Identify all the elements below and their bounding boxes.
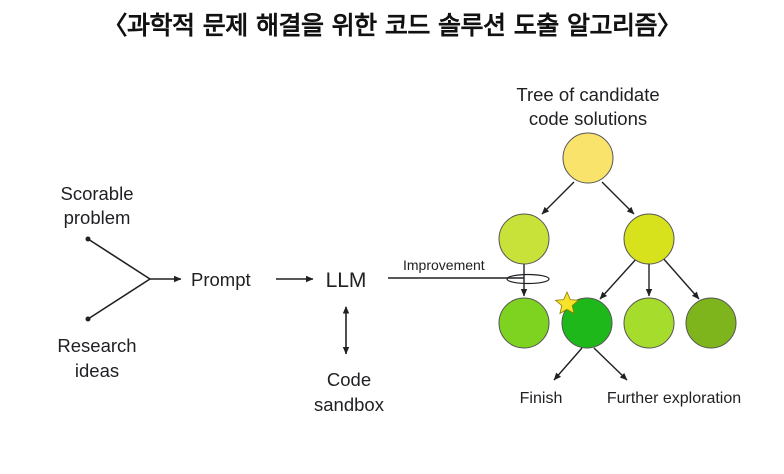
- scorable-problem-connector: [87, 238, 151, 280]
- tree-node-leaf-3: [623, 297, 675, 349]
- research-ideas-label-line1: Research: [57, 335, 136, 356]
- prompt-label: Prompt: [191, 269, 251, 290]
- star-icon: [554, 290, 580, 315]
- edge-right-to-leaf4: [661, 256, 700, 300]
- tree-node-leaf-1: [498, 297, 550, 349]
- page-title: 〈과학적 문제 해결을 위한 코드 솔루션 도출 알고리즘〉: [102, 11, 682, 40]
- improvement-ellipse: [506, 273, 550, 285]
- code-sandbox-label-line2: sandbox: [314, 394, 385, 415]
- tree-node-root: [562, 132, 614, 184]
- edge-root-to-left: [541, 181, 575, 215]
- tree-node-leaf-best: [561, 297, 613, 349]
- tree-title-line1: Tree of candidate: [516, 84, 659, 105]
- llm-label: LLM: [326, 269, 367, 292]
- improvement-label: Improvement: [403, 257, 485, 273]
- tree-node-level1-right: [623, 213, 675, 265]
- edge-best-to-further: [593, 347, 628, 381]
- tree-title-line2: code solutions: [529, 108, 647, 129]
- further-exploration-label: Further exploration: [607, 390, 741, 407]
- edge-right-to-leaf2: [599, 256, 639, 300]
- edge-best-to-finish: [553, 347, 583, 381]
- scorable-problem-label-line2: problem: [64, 207, 131, 228]
- research-ideas-connector: [87, 278, 151, 320]
- edge-root-to-right: [601, 181, 635, 215]
- tree-node-level1-left: [498, 213, 550, 265]
- finish-label: Finish: [520, 390, 563, 407]
- tree-node-leaf-4: [685, 297, 737, 349]
- scorable-problem-label-line1: Scorable: [60, 183, 133, 204]
- research-ideas-label-line2: ideas: [75, 360, 119, 381]
- code-sandbox-label-line1: Code: [327, 369, 371, 390]
